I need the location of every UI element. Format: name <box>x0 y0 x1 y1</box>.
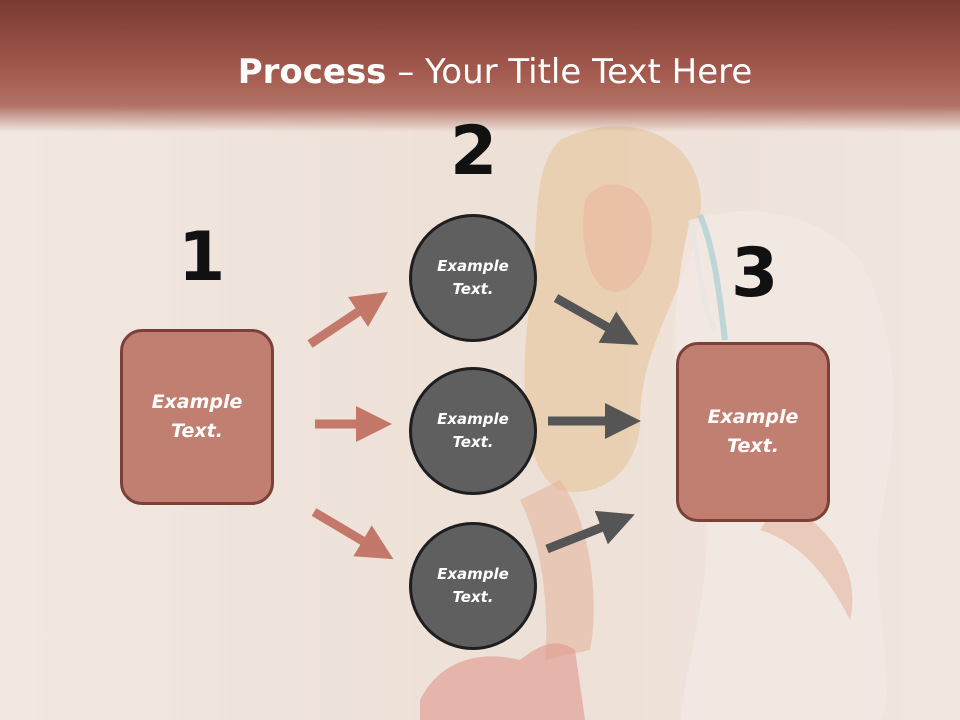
slide-title: Process – Your Title Text Here <box>0 52 960 92</box>
circle-top-line2: Text. <box>452 280 494 298</box>
step-3-text-line1: Example <box>707 406 799 428</box>
circle-top: Example Text. <box>409 214 537 342</box>
circle-bottom-line1: Example <box>437 565 509 583</box>
arrow-1-to-bottom <box>311 508 394 560</box>
step-1-text-line2: Text. <box>171 420 223 442</box>
step-1-text-line1: Example <box>151 391 243 413</box>
step-3-text-line2: Text. <box>727 435 779 457</box>
arrow-top-to-3 <box>553 294 639 345</box>
circle-bottom: Example Text. <box>409 522 537 650</box>
arrow-1-to-top <box>307 292 388 348</box>
step-number-2: 2 <box>450 112 498 191</box>
title-bold: Process <box>237 52 387 92</box>
step-number-3: 3 <box>731 234 779 313</box>
circle-middle-line1: Example <box>437 410 509 428</box>
title-bar <box>0 0 960 132</box>
circle-bottom-line2: Text. <box>452 588 494 606</box>
circle-middle-line2: Text. <box>452 433 494 451</box>
step-3-box: Example Text. <box>676 342 830 522</box>
title-rest: – Your Title Text Here <box>386 52 753 92</box>
circle-middle: Example Text. <box>409 367 537 495</box>
step-number-1: 1 <box>178 218 226 297</box>
circle-top-line1: Example <box>437 257 509 275</box>
step-1-box: Example Text. <box>120 329 274 505</box>
arrow-bottom-to-3 <box>545 510 635 554</box>
